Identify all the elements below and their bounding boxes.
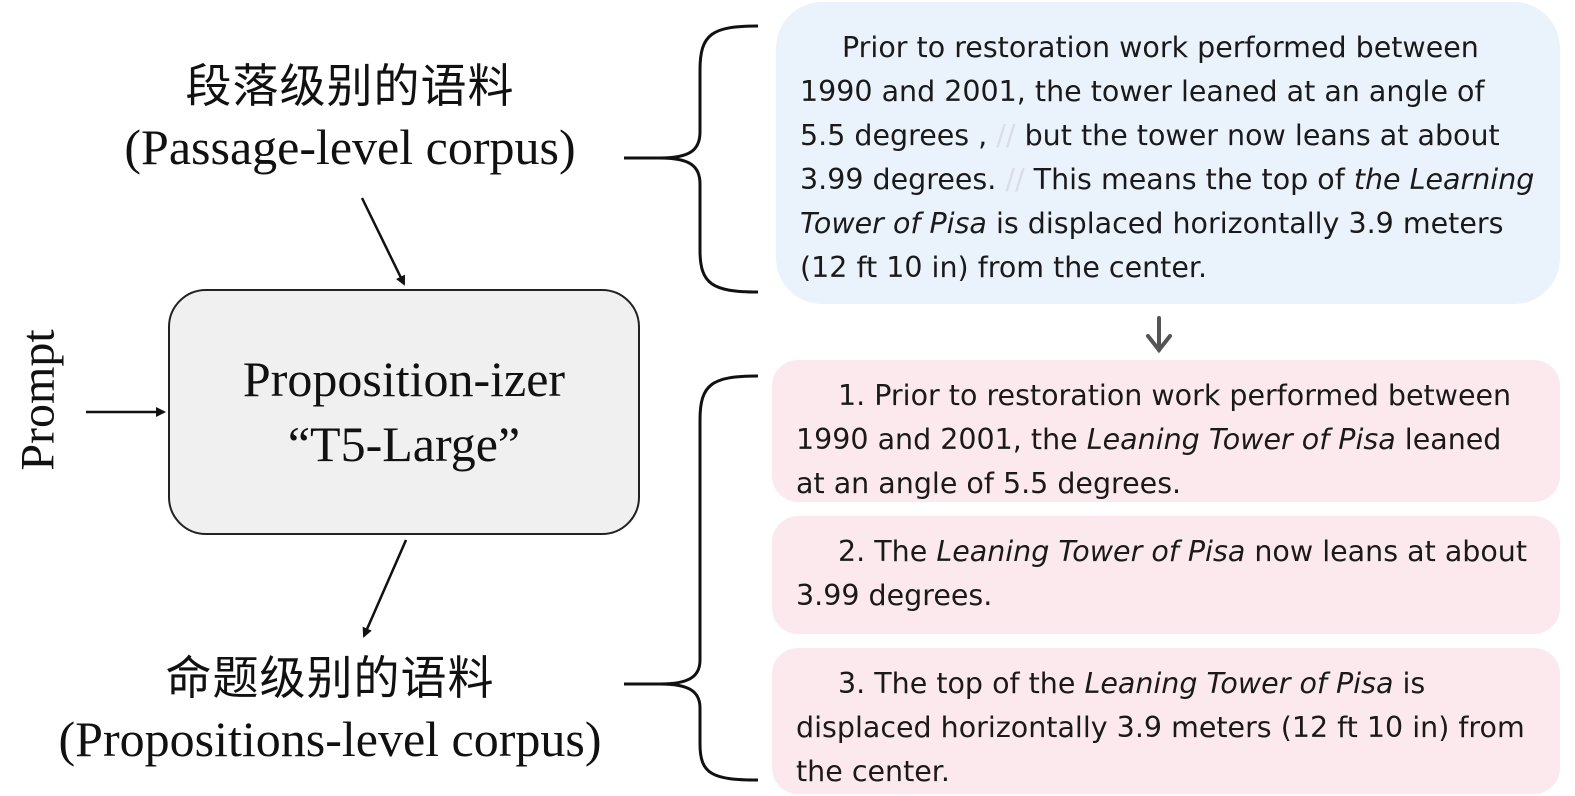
- passage-sentence-2: but the tower now leans at about 3.99 de…: [800, 119, 1500, 196]
- passage-corpus-label-en: (Passage-level corpus): [124, 118, 576, 175]
- proposition-2-text-a: 2. The: [838, 535, 928, 568]
- prompt-label: Prompt: [11, 329, 65, 471]
- arrow-from-model: [362, 539, 408, 638]
- proposition-card-1: 1. Prior to restoration work performed b…: [772, 360, 1560, 502]
- proposition-corpus-label-en: (Propositions-level corpus): [58, 710, 602, 767]
- passage-sentence-3-entity: the Learning Tower of Pisa: [800, 163, 1535, 240]
- model-subtitle: “T5-Large”: [287, 416, 521, 472]
- proposition-3-text-a: 3. The top of the: [838, 667, 1076, 700]
- proposition-corpus-label: 命题级别的语料 (Propositions-level corpus): [0, 650, 660, 770]
- passage-sentence-3c: is displaced horizontally 3.9 meters (12…: [800, 207, 1504, 284]
- proposition-3-text-c: is displaced horizontally 3.9 meters (12…: [796, 667, 1525, 788]
- proposition-2-text-c: now leans at about 3.99 degrees.: [796, 535, 1528, 612]
- passage-corpus-label: 段落级别的语料 (Passage-level corpus): [70, 58, 630, 178]
- proposition-corpus-label-cn: 命题级别的语料: [165, 651, 495, 705]
- propositionizer-box: Proposition-izer “T5-Large”: [168, 289, 640, 535]
- passage-sentence-1: Prior to restoration work performed betw…: [800, 31, 1485, 152]
- proposition-card-2: 2. The Leaning Tower of Pisa now leans a…: [772, 516, 1560, 634]
- separator-mark: //: [1005, 163, 1025, 196]
- proposition-1-text-c: leaned at an angle of 5.5 degrees.: [796, 423, 1502, 500]
- passage-corpus-label-cn: 段落级别的语料: [185, 59, 515, 113]
- model-name: Proposition-izer: [242, 351, 566, 407]
- proposition-3-entity: Leaning Tower of Pisa: [1084, 667, 1394, 700]
- proposition-1-entity: Leaning Tower of Pisa: [1086, 423, 1396, 456]
- arrow-down-icon: [1146, 316, 1172, 354]
- separator-mark: //: [996, 119, 1016, 152]
- passage-sentence-3a: This means the top of: [1033, 163, 1345, 196]
- arrow-to-model: [360, 197, 406, 286]
- passage-brace: [659, 24, 759, 294]
- proposition-2-entity: Leaning Tower of Pisa: [936, 535, 1246, 568]
- proposition-1-text-a: 1. Prior to restoration work performed b…: [796, 379, 1512, 456]
- passage-card: Prior to restoration work performed betw…: [776, 2, 1560, 304]
- proposition-card-3: 3. The top of the Leaning Tower of Pisa …: [772, 648, 1560, 794]
- proposition-brace: [659, 374, 759, 782]
